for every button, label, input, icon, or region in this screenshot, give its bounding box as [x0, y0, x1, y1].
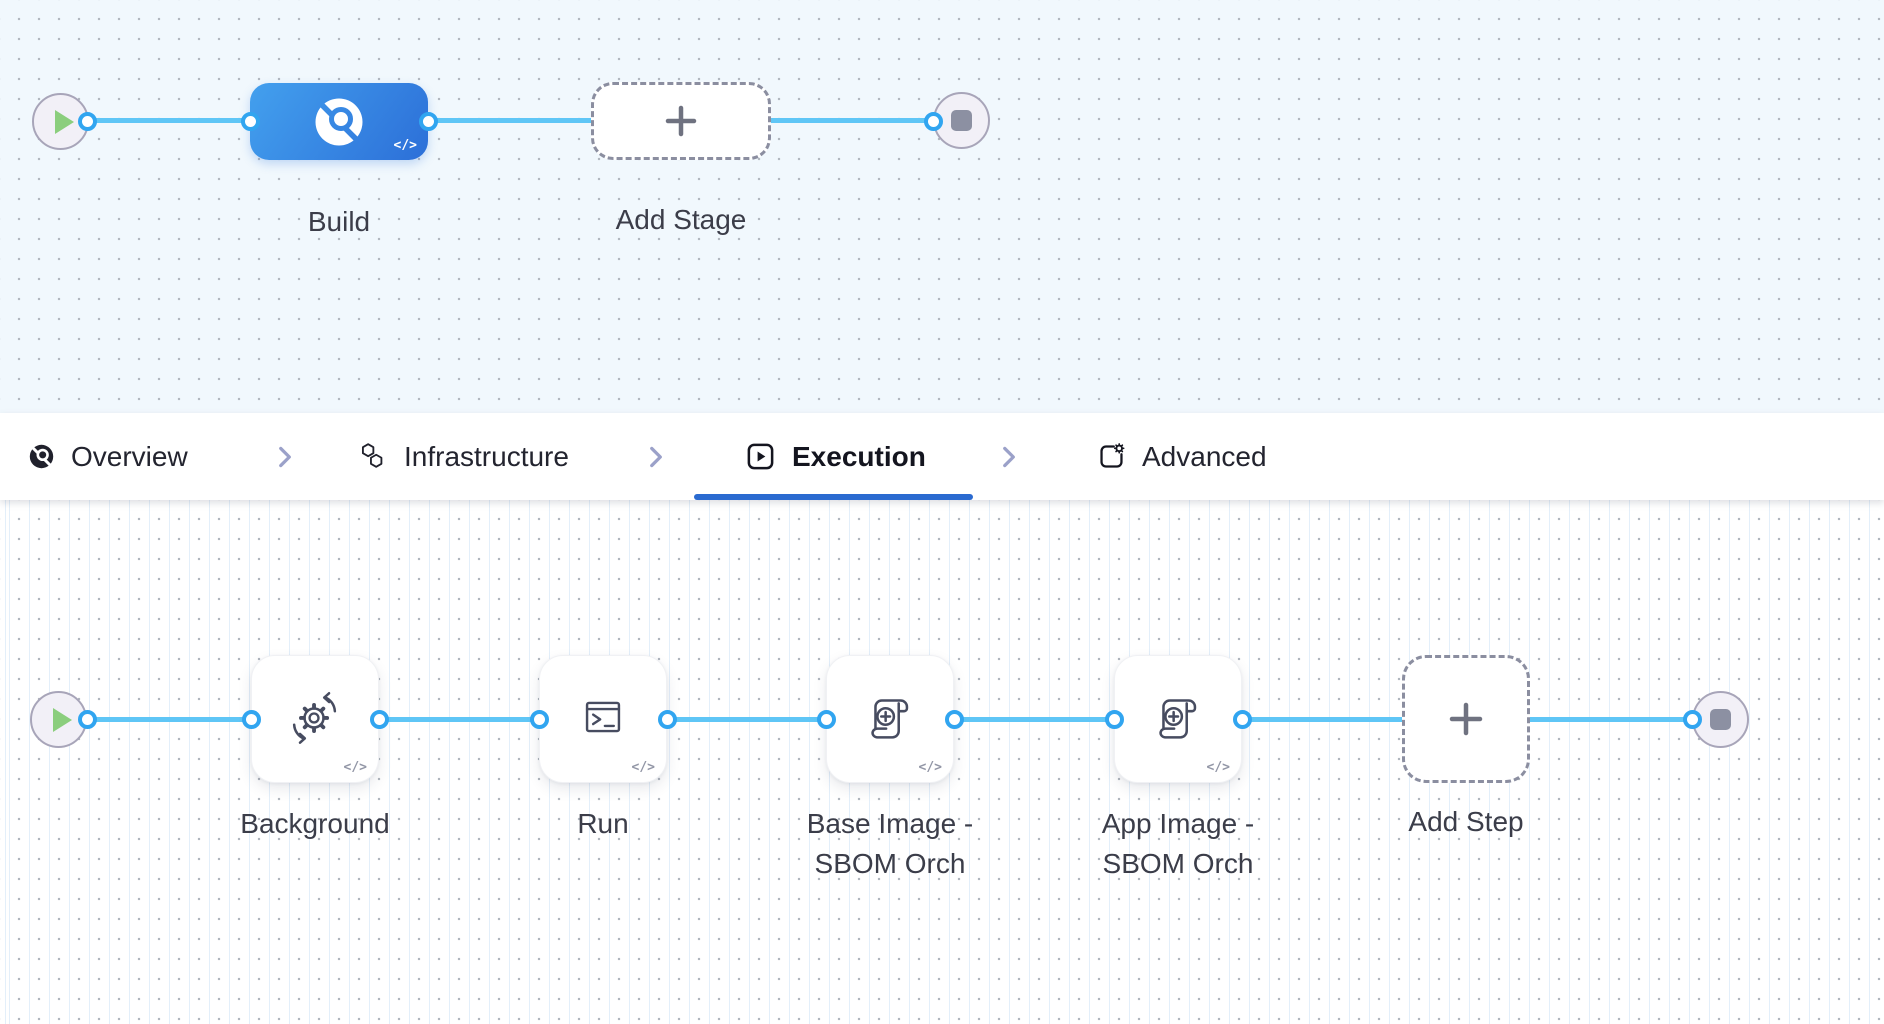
tab-infrastructure[interactable]: Infrastructure: [357, 413, 569, 500]
play-icon: [54, 109, 74, 134]
end-node: [1692, 691, 1749, 748]
build-stage-icon: [313, 96, 365, 148]
node-port: [1682, 709, 1702, 729]
execution-canvas[interactable]: </> </>: [0, 500, 1884, 1024]
code-badge: </>: [1206, 760, 1230, 775]
play-icon: [52, 707, 72, 732]
plus-icon: [665, 105, 697, 137]
step-node-run[interactable]: </>: [539, 655, 667, 783]
tab-execution[interactable]: Execution: [745, 413, 926, 500]
code-badge: </>: [918, 760, 942, 775]
code-badge: </>: [343, 760, 367, 775]
node-port: [1104, 709, 1124, 729]
advanced-icon: [1097, 442, 1126, 471]
node-port: [657, 709, 677, 729]
node-port: [241, 709, 261, 729]
stage-tab-bar: Overview Infrastructure: [0, 413, 1884, 500]
connector-line: [60, 118, 961, 123]
chevron-right-icon: [276, 413, 295, 500]
add-stage-label: Add Stage: [615, 204, 747, 235]
node-port: [418, 111, 438, 131]
stop-icon: [951, 110, 972, 131]
node-port: [944, 709, 964, 729]
add-step-label: Add Step: [1408, 806, 1524, 837]
step-node-app-image[interactable]: </>: [1114, 655, 1242, 783]
tab-overview[interactable]: Overview: [28, 413, 188, 500]
active-tab-underline: [694, 494, 973, 500]
step-node-base-image[interactable]: </>: [826, 655, 954, 783]
node-port: [240, 111, 260, 131]
add-step-button[interactable]: [1402, 655, 1530, 783]
chevron-right-icon: [1000, 413, 1019, 500]
infrastructure-icon: [357, 441, 388, 472]
scroll-plus-icon: [859, 686, 921, 748]
node-port: [529, 709, 549, 729]
plus-icon: [1449, 702, 1483, 736]
tab-label: Execution: [792, 440, 926, 472]
add-stage-button[interactable]: [591, 82, 771, 160]
stop-icon: [1710, 709, 1731, 730]
scroll-plus-icon: [1147, 686, 1209, 748]
step-node-background[interactable]: </>: [251, 655, 379, 783]
tab-advanced[interactable]: Advanced: [1097, 413, 1267, 500]
tab-label: Advanced: [1142, 440, 1267, 472]
code-badge: </>: [393, 138, 417, 153]
chevron-right-icon: [647, 413, 666, 500]
stage-label: Build: [307, 206, 371, 237]
tab-label: Infrastructure: [404, 440, 569, 472]
node-port: [77, 709, 97, 729]
code-badge: </>: [631, 760, 655, 775]
node-port: [369, 709, 389, 729]
terminal-icon: [573, 687, 633, 747]
build-stage-node[interactable]: </>: [250, 83, 428, 160]
step-label: App Image - SBOM Orch: [1101, 808, 1255, 879]
step-label: Background: [240, 808, 390, 839]
stage-canvas[interactable]: </> Build Add Stage: [0, 0, 1884, 413]
background-sync-icon: [284, 686, 346, 748]
step-label: Base Image - SBOM Orch: [806, 808, 974, 879]
step-label: Run: [577, 808, 629, 839]
node-port: [816, 709, 836, 729]
node-port: [77, 111, 97, 131]
node-port: [923, 111, 943, 131]
node-port: [1232, 709, 1252, 729]
execution-icon: [745, 441, 776, 472]
overview-icon: [28, 443, 55, 470]
tab-label: Overview: [71, 440, 188, 472]
